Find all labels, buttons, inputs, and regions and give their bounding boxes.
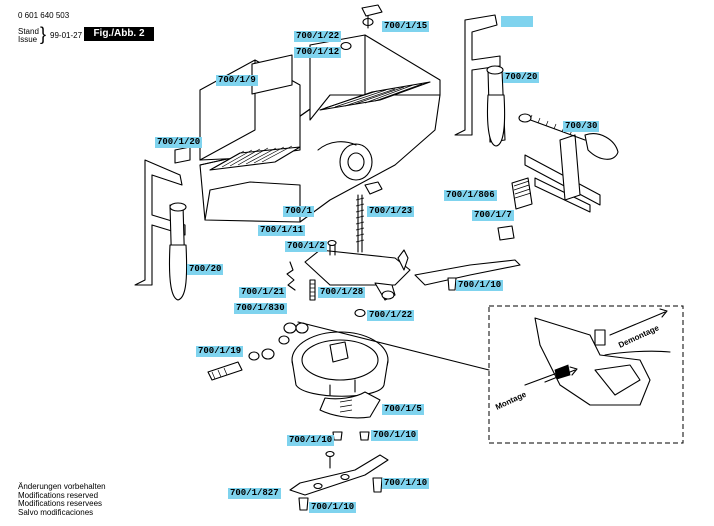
- montage-label: Montage: [494, 390, 528, 412]
- callout-700-1-10-bottom: 700/1/10: [309, 502, 357, 513]
- spring-21-drawing: [286, 261, 296, 291]
- inset-detail-drawing: Demontage Montage: [488, 305, 684, 444]
- bracket-827-drawing: [289, 450, 389, 496]
- clamp-left-drawing: [134, 159, 188, 301]
- callout-700-1-28: 700/1/28: [318, 287, 366, 298]
- screw-10e-drawing: [298, 497, 309, 511]
- footer-line-fr: Modifications reservees: [18, 499, 103, 508]
- callout-700-1-827: 700/1/827: [228, 488, 281, 499]
- callout-700-1-23: 700/1/23: [367, 206, 415, 217]
- issue-label: Issue: [18, 35, 38, 44]
- callout-700-1-22-top: 700/1/22: [294, 31, 342, 42]
- ribbed-plate-left: [209, 145, 301, 171]
- callout-700-1-7: 700/1/7: [472, 210, 514, 221]
- rotary-ring-drawing: [291, 331, 389, 397]
- callout-700-30: 700/30: [563, 121, 600, 132]
- knob-15-drawing: [361, 4, 383, 17]
- clamp-30-drawing: [518, 113, 619, 213]
- callout-700-1-15: 700/1/15: [382, 21, 430, 32]
- part-number: 0 601 640 503: [18, 11, 70, 20]
- callout-700-1-10-right: 700/1/10: [456, 280, 504, 291]
- callout-700-1-10-left: 700/1/10: [287, 435, 335, 446]
- callout-700-1-22-mid: 700/1/22: [367, 310, 415, 321]
- brace: }: [40, 24, 47, 44]
- pin-19-drawing: [207, 361, 243, 381]
- callout-700-1-5: 700/1/5: [382, 404, 424, 415]
- screw-10a-drawing: [447, 277, 457, 291]
- nut-22-drawing: [354, 308, 366, 318]
- pin-28-drawing: [309, 279, 316, 301]
- callout-700-1-10-mid: 700/1/10: [371, 430, 419, 441]
- callout-700-1-2: 700/1/2: [285, 241, 327, 252]
- callout-700-1-20: 700/1/20: [155, 137, 203, 148]
- callout-700-20-top: 700/20: [503, 72, 540, 83]
- footer-line-de: Änderungen vorbehalten: [18, 482, 106, 491]
- screw-10d-drawing: [372, 477, 383, 493]
- callout-700-1-19: 700/1/19: [196, 346, 244, 357]
- callout-700-1: 700/1: [283, 206, 315, 217]
- callout-700-1-21: 700/1/21: [239, 287, 287, 298]
- footer-line-en: Modifications reserved: [18, 490, 99, 500]
- figure-label: Fig./Abb. 2: [84, 27, 154, 41]
- callout-700-20-left: 700/20: [187, 264, 224, 275]
- blank-highlight: [501, 16, 533, 27]
- stand-label: Stand: [18, 27, 39, 36]
- ribbed-plate-right: [319, 81, 431, 111]
- callout-700-1-10-lower: 700/1/10: [382, 478, 430, 489]
- callout-700-1-11: 700/1/11: [258, 225, 306, 236]
- washer-12-drawing: [340, 41, 352, 51]
- washers-830-drawing: [248, 322, 309, 361]
- segment-5-drawing: [319, 391, 381, 419]
- lever-assembly-drawing: [304, 239, 521, 301]
- callout-700-1-12: 700/1/12: [294, 47, 342, 58]
- screw-10b-drawing: [332, 431, 343, 441]
- footer-line-es: Salvo modificaciones: [18, 507, 94, 517]
- callout-700-1-830: 700/1/830: [234, 303, 287, 314]
- clamp-top-right-drawing: [454, 14, 506, 147]
- base-frame-drawing: [199, 34, 441, 253]
- demontage-label: Demontage: [617, 323, 661, 350]
- block-20-drawing: [174, 146, 191, 164]
- screw-10c-drawing: [359, 431, 370, 441]
- callout-700-1-9: 700/1/9: [216, 75, 258, 86]
- callout-700-1-806: 700/1/806: [444, 190, 497, 201]
- issue-date: 99-01-27: [50, 31, 83, 40]
- part-806-drawing: [497, 177, 533, 241]
